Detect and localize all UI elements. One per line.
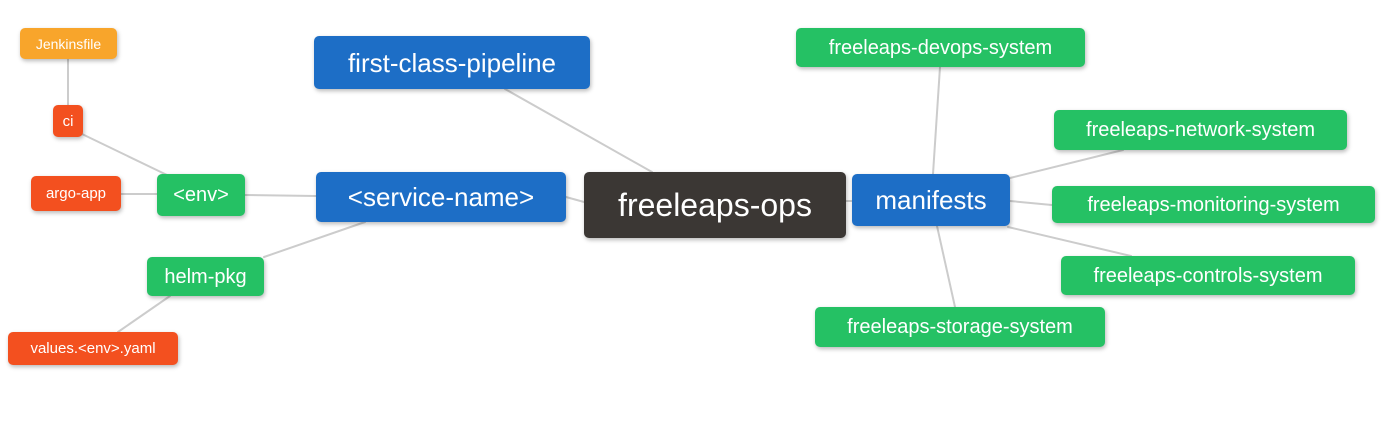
edge-manifests-freeleaps-storage-system	[936, 225, 956, 308]
edge-service-name-helm-pkg	[263, 221, 366, 258]
node-manifests[interactable]: manifests	[852, 174, 1010, 226]
node-freeleaps-devops-system[interactable]: freeleaps-devops-system	[796, 28, 1085, 67]
node-freeleaps-network-system[interactable]: freeleaps-network-system	[1054, 110, 1347, 150]
edge-manifests-freeleaps-devops-system	[932, 66, 941, 175]
node-helm-pkg[interactable]: helm-pkg	[147, 257, 264, 296]
edge-first-class-pipeline-freeleaps-ops	[504, 88, 653, 173]
node-freeleaps-storage-system[interactable]: freeleaps-storage-system	[815, 307, 1105, 347]
edge-manifests-freeleaps-controls-system	[1007, 226, 1132, 257]
node-env[interactable]: <env>	[157, 174, 245, 216]
node-freeleaps-controls-system[interactable]: freeleaps-controls-system	[1061, 256, 1355, 295]
node-ci[interactable]: ci	[53, 105, 83, 137]
node-freeleaps-ops[interactable]: freeleaps-ops	[584, 172, 846, 238]
node-freeleaps-monitoring-system[interactable]: freeleaps-monitoring-system	[1052, 186, 1375, 223]
edge-helm-pkg-values-env-yaml	[117, 295, 171, 333]
edge-manifests-freeleaps-network-system	[1009, 149, 1124, 179]
node-values-env-yaml[interactable]: values.<env>.yaml	[8, 332, 178, 365]
node-service-name[interactable]: <service-name>	[316, 172, 566, 222]
edge-service-name-freeleaps-ops	[565, 196, 585, 203]
node-first-class-pipeline[interactable]: first-class-pipeline	[314, 36, 590, 89]
edge-manifests-freeleaps-monitoring-system	[1009, 200, 1053, 206]
node-argo-app[interactable]: argo-app	[31, 176, 121, 211]
edge-env-service-name	[244, 194, 317, 197]
edge-ci-env	[81, 133, 168, 176]
node-jenkinsfile[interactable]: Jenkinsfile	[20, 28, 117, 59]
